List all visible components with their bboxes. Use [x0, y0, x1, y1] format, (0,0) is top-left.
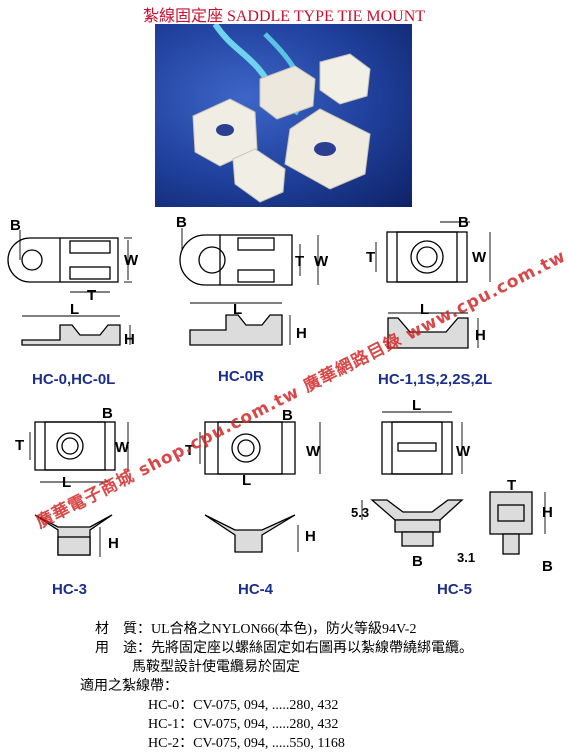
hc1-top-view	[375, 221, 491, 283]
dim-w-3: W	[472, 249, 487, 266]
dim-l-5: L	[242, 472, 251, 489]
dim-w: W	[124, 252, 139, 269]
applicable-line-3: HC-2：CV-075, 094, .....550, 1168	[148, 736, 345, 751]
dim-w-4: W	[115, 439, 130, 456]
dim-l-4: L	[62, 474, 71, 491]
applicable-line-1: HC-0：CV-075, 094, .....280, 432	[148, 698, 339, 713]
usage-value-2: 馬鞍型設計使電纜易於固定	[132, 660, 300, 675]
model-label-hc5: HC-5	[437, 581, 473, 598]
dim-b: B	[10, 217, 21, 234]
dim-w-2: W	[314, 253, 329, 270]
material-row: 材 質：UL合格之NYLON66(本色)，防火等級94V-2	[95, 620, 473, 639]
model-label-hc1: HC-1,1S,2,2S,2L	[378, 371, 493, 388]
dim-l-3: L	[420, 301, 429, 318]
usage-value-1: 先將固定座以螺絲固定如右圖再以紮線帶繞綁電纜。	[151, 641, 473, 656]
dim-5-3: 5.3	[351, 505, 369, 520]
hc4-side-view	[204, 514, 299, 553]
dim-w-5: W	[306, 443, 321, 460]
dim-b-4: B	[102, 405, 113, 422]
hc1-side-view	[387, 312, 479, 349]
dim-l: L	[70, 301, 79, 318]
model-label-hc4: HC-4	[238, 581, 274, 598]
drawings: B W T L H B T W L H B T W	[7, 214, 553, 575]
hc4-top-view	[199, 421, 321, 475]
material-key: 材 質：	[95, 622, 151, 637]
applicable-heading: 適用之紮線帶：	[80, 679, 178, 694]
dim-l-2: L	[233, 301, 242, 318]
hc5-top-view	[381, 411, 463, 475]
dim-b-6: B	[412, 553, 423, 570]
dim-t-6: T	[507, 477, 516, 494]
dim-b-3: B	[458, 214, 469, 231]
hc0-side-view	[21, 315, 131, 346]
dim-l-6: L	[412, 397, 421, 414]
dim-t: T	[87, 287, 96, 304]
hc5-side-view	[361, 499, 464, 547]
hc0-top-view	[7, 230, 132, 293]
dim-3-1: 3.1	[457, 550, 475, 565]
dim-b-7: B	[542, 558, 553, 575]
page-title: 紮線固定座 SADDLE TYPE TIE MOUNT	[142, 8, 426, 25]
usage-row: 用 途：先將固定座以螺絲固定如右圖再以紮線帶繞綁電纜。	[95, 639, 473, 658]
hc3-side-view	[34, 514, 113, 557]
hc0r-side-view	[189, 302, 291, 346]
usage-row-2: 馬鞍型設計使電纜易於固定	[95, 658, 473, 677]
material-value: UL合格之NYLON66(本色)，防火等級94V-2	[151, 622, 417, 637]
dim-h-3: H	[475, 327, 486, 344]
dim-h-2: H	[296, 325, 307, 342]
dim-h-4: H	[108, 535, 119, 552]
model-label-hc0: HC-0,HC-0L	[32, 371, 116, 388]
dim-h: H	[124, 331, 135, 348]
product-photo	[155, 22, 412, 207]
dim-h-5: H	[305, 528, 316, 545]
hc0r-top-view	[179, 228, 319, 286]
spec-block: 材 質：UL合格之NYLON66(本色)，防火等級94V-2 用 途：先將固定座…	[80, 620, 473, 753]
dim-b-5: B	[282, 407, 293, 424]
dim-t-5: T	[185, 442, 194, 459]
model-label-hc0r: HC-0R	[218, 368, 264, 385]
applicable-line-2: HC-1：CV-075, 094, .....280, 432	[148, 717, 339, 732]
model-label-hc3: HC-3	[52, 581, 88, 598]
usage-key: 用 途：	[95, 641, 151, 656]
dim-t-4: T	[15, 437, 24, 454]
dim-t-2: T	[295, 253, 304, 270]
dim-b-2: B	[176, 214, 187, 231]
dim-t-3: T	[366, 249, 375, 266]
dim-w-6: W	[456, 443, 471, 460]
hc3-top-view	[29, 421, 129, 483]
hc5-end-view	[489, 491, 546, 555]
dim-h-6: H	[542, 504, 553, 521]
